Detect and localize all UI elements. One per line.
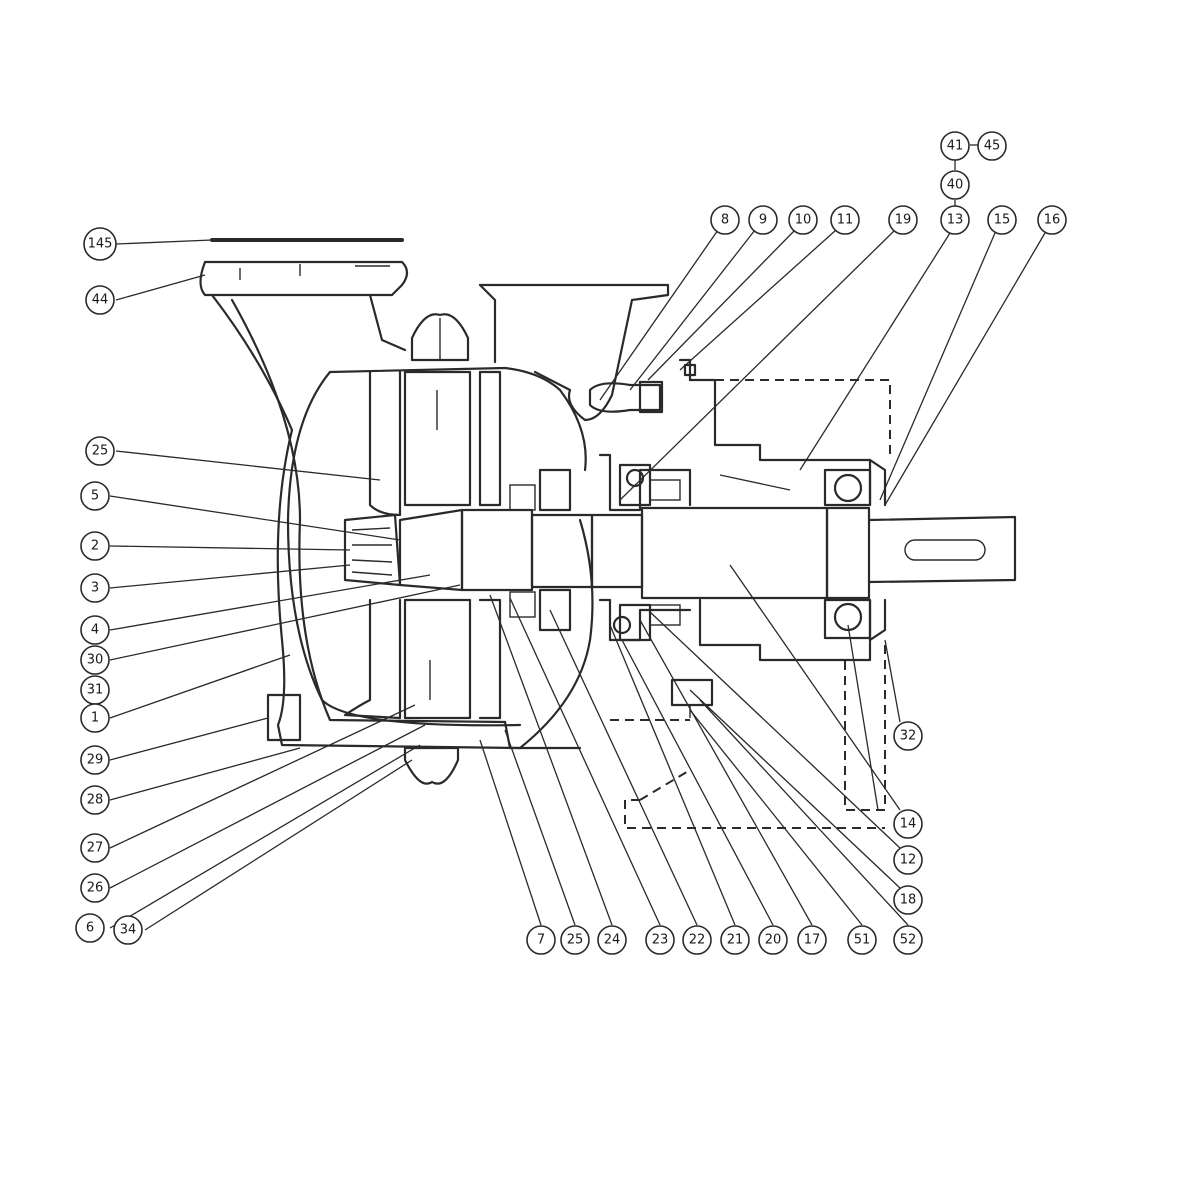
svg-text:40: 40 [947, 178, 964, 193]
svg-text:12: 12 [900, 853, 917, 868]
callout-25-bottom: 25 [560, 925, 590, 955]
callout-19: 19 [888, 205, 918, 235]
callout-40: 40 [940, 170, 970, 200]
svg-text:52: 52 [900, 933, 917, 948]
svg-text:27: 27 [87, 841, 104, 856]
callout-10: 10 [788, 205, 818, 235]
svg-text:25: 25 [567, 933, 584, 948]
pump-casing [199, 238, 670, 785]
callout-18: 18 [893, 885, 923, 915]
callout-1: 1 [80, 703, 110, 733]
callout-13: 13 [940, 205, 970, 235]
svg-text:26: 26 [87, 881, 104, 896]
svg-text:13: 13 [947, 213, 964, 228]
svg-text:5: 5 [91, 489, 99, 504]
svg-text:8: 8 [721, 213, 729, 228]
svg-text:7: 7 [537, 933, 545, 948]
callout-9: 9 [748, 205, 778, 235]
callout-29: 29 [80, 745, 110, 775]
callout-15: 15 [987, 205, 1017, 235]
impeller [343, 370, 502, 720]
svg-text:2: 2 [91, 539, 99, 554]
svg-text:24: 24 [604, 933, 621, 948]
svg-text:28: 28 [87, 793, 104, 808]
callout-8: 8 [710, 205, 740, 235]
callout-14: 14 [893, 809, 923, 839]
svg-text:145: 145 [88, 237, 113, 252]
callout-26: 26 [80, 873, 110, 903]
svg-text:44: 44 [92, 293, 109, 308]
callout-45: 45 [977, 131, 1007, 161]
callout-11: 11 [830, 205, 860, 235]
svg-text:23: 23 [652, 933, 669, 948]
svg-text:6: 6 [86, 921, 94, 936]
svg-text:41: 41 [947, 139, 964, 154]
callout-145: 145 [83, 227, 117, 261]
svg-text:10: 10 [795, 213, 812, 228]
callout-32: 32 [893, 721, 923, 751]
callout-52: 52 [893, 925, 923, 955]
svg-text:4: 4 [91, 623, 99, 638]
callout-24: 24 [597, 925, 627, 955]
callout-51: 51 [847, 925, 877, 955]
svg-text:9: 9 [759, 213, 767, 228]
callout-30: 30 [80, 645, 110, 675]
leader-lines [109, 144, 1046, 931]
svg-text:25: 25 [92, 444, 109, 459]
callout-34: 34 [113, 915, 143, 945]
callout-16: 16 [1037, 205, 1067, 235]
svg-text:34: 34 [120, 923, 137, 938]
svg-text:19: 19 [895, 213, 912, 228]
callout-4: 4 [80, 615, 110, 645]
svg-text:1: 1 [91, 711, 99, 726]
svg-text:3: 3 [91, 581, 99, 596]
shaft [398, 506, 1017, 600]
callout-28: 28 [80, 785, 110, 815]
callout-44: 44 [85, 285, 115, 315]
callout-23: 23 [645, 925, 675, 955]
svg-text:22: 22 [689, 933, 706, 948]
callout-41: 41 [940, 131, 970, 161]
callout-2: 2 [80, 531, 110, 561]
callout-12: 12 [893, 845, 923, 875]
callout-20: 20 [758, 925, 788, 955]
svg-text:30: 30 [87, 653, 104, 668]
svg-text:21: 21 [727, 933, 744, 948]
callout-3: 3 [80, 573, 110, 603]
svg-text:31: 31 [87, 683, 104, 698]
callout-6: 6 [75, 913, 105, 943]
svg-text:15: 15 [994, 213, 1011, 228]
callout-21: 21 [720, 925, 750, 955]
svg-text:18: 18 [900, 893, 917, 908]
callout-25-left: 25 [85, 436, 115, 466]
svg-text:29: 29 [87, 753, 104, 768]
frame-outline-dashed [610, 379, 891, 829]
svg-text:17: 17 [804, 933, 821, 948]
bearing-housing [509, 358, 887, 718]
svg-text:45: 45 [984, 139, 1001, 154]
callout-31: 31 [80, 675, 110, 705]
svg-text:32: 32 [900, 729, 917, 744]
svg-text:20: 20 [765, 933, 782, 948]
callout-22: 22 [682, 925, 712, 955]
svg-text:16: 16 [1044, 213, 1061, 228]
callout-7: 7 [526, 925, 556, 955]
callout-17: 17 [797, 925, 827, 955]
svg-text:11: 11 [837, 213, 854, 228]
svg-text:51: 51 [854, 933, 871, 948]
callout-5: 5 [80, 481, 110, 511]
svg-text:14: 14 [900, 817, 917, 832]
callout-27: 27 [80, 833, 110, 863]
